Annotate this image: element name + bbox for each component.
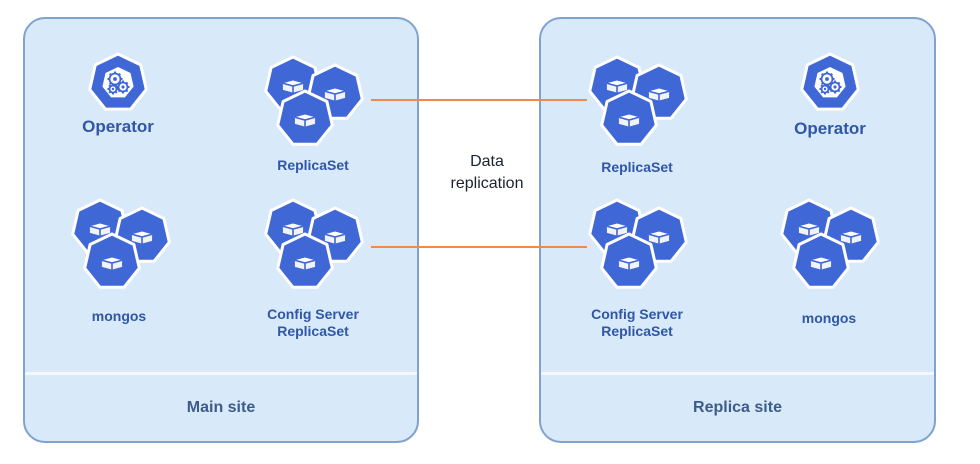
replica-operator: Operator <box>792 52 872 143</box>
main-replicaset: ReplicaSet <box>259 53 379 183</box>
main-site-footer: Main site <box>25 372 417 441</box>
main-config-server-replicaset: Config Server ReplicaSet <box>259 196 379 346</box>
main-mongos: mongos <box>66 196 186 326</box>
cube-node-front <box>276 89 334 146</box>
cube-node-front <box>276 232 334 289</box>
replication-link-replicaset <box>371 99 587 101</box>
cube-node-front <box>600 232 658 289</box>
gear-icon <box>819 83 831 95</box>
main-mongos-label: mongos <box>91 308 147 324</box>
cube-cluster-icon <box>780 198 880 289</box>
cube-cluster-icon <box>588 55 688 146</box>
main-operator-label: Operator <box>82 117 154 136</box>
main-config-server-label: Config Server ReplicaSet <box>267 306 359 339</box>
replica-config-server-label: Config Server ReplicaSet <box>591 306 683 339</box>
data-replication-label: Data replication <box>450 153 524 192</box>
replica-mongos: mongos <box>775 196 895 326</box>
cube-node-front <box>83 232 141 289</box>
replica-config-server-replicaset: Config Server ReplicaSet <box>583 196 703 346</box>
main-replicaset-label: ReplicaSet <box>277 157 349 173</box>
kubernetes-operator-icon <box>800 52 860 111</box>
main-operator: Operator <box>80 52 160 143</box>
kubernetes-operator-icon <box>88 52 148 111</box>
gear-icon <box>107 71 123 87</box>
main-site-label: Main site <box>186 399 256 416</box>
replication-link-config-server <box>371 246 587 248</box>
cube-cluster-icon <box>264 198 364 289</box>
cube-cluster-icon <box>588 198 688 289</box>
gear-icon <box>828 80 842 94</box>
gear-icon <box>116 80 130 94</box>
replica-mongos-label: mongos <box>801 310 857 326</box>
replica-replicaset-label: ReplicaSet <box>601 159 673 175</box>
replica-operator-label: Operator <box>794 119 866 138</box>
cube-node-front <box>600 89 658 146</box>
replica-site-footer: Replica site <box>541 372 934 441</box>
replica-replicaset: ReplicaSet <box>583 53 703 183</box>
cube-node-front <box>792 232 850 289</box>
cube-cluster-icon <box>71 198 171 289</box>
cube-cluster-icon <box>264 55 364 146</box>
gear-icon <box>107 83 119 95</box>
replica-site-label: Replica site <box>693 399 782 416</box>
